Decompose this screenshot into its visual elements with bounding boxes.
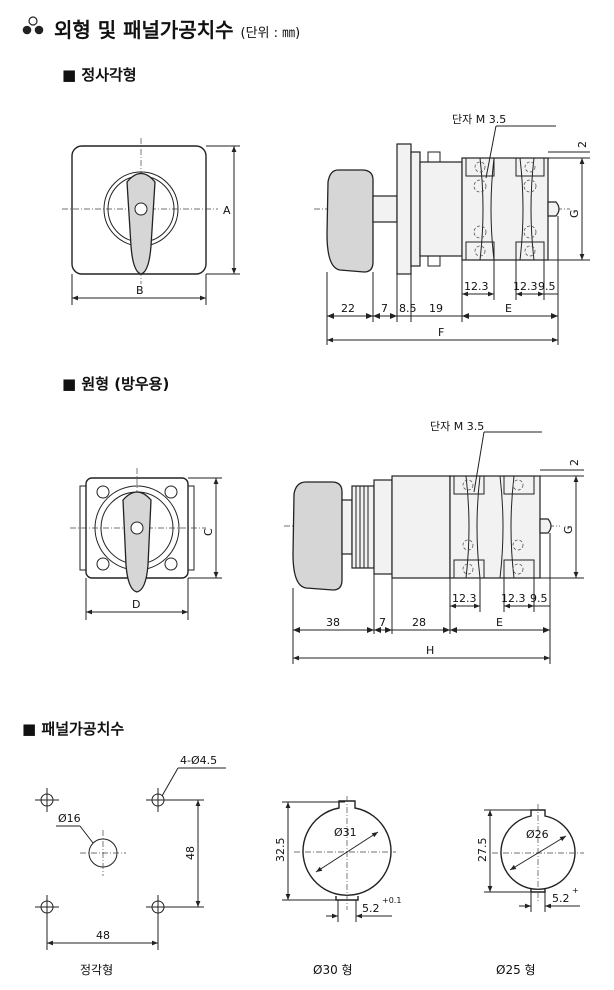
round-side-view: 단자 M 3.5 2 G 12.3 12.3 9.5 38 7 28 E H [284, 420, 584, 664]
r25-tolerance: + [572, 886, 579, 895]
r25-diameter: Ø26 [526, 828, 549, 841]
section-square: ■ 정사각형 [62, 66, 137, 84]
dim-A: A [223, 204, 231, 217]
dim-D: D [132, 598, 140, 611]
dim-B: B [136, 284, 144, 297]
round-front-view: C D [70, 468, 222, 620]
square-side-view: 단자 M 3.5 2 G 12.3 12.3 9.5 22 7 8.5 19 E [314, 113, 590, 345]
r25-key-width: 5.2 [552, 892, 570, 905]
round-dim-E: E [496, 616, 503, 629]
round-dim-28: 28 [412, 616, 426, 629]
round-dim-38: 38 [326, 616, 340, 629]
panel-cut-square: 4-Ø4.5 Ø16 48 48 정각형 [35, 754, 226, 977]
section-round: ■ 원형 (방우용) [62, 375, 170, 393]
panel-cut-25: Ø26 27.5 5.2 + Ø25 형 [476, 804, 584, 977]
square-dim-22: 22 [341, 302, 355, 315]
round-dim-12-3-b: 12.3 [501, 592, 526, 605]
panel-center-dia: Ø16 [58, 812, 81, 825]
square-front-view: A B [62, 138, 240, 305]
round-dim-7: 7 [379, 616, 386, 629]
panel-vertical-48: 48 [184, 846, 197, 860]
r30-height: 32.5 [274, 838, 287, 863]
panel-cut-30: Ø31 32.5 5.2 +0.1 Ø30 형 [274, 796, 401, 977]
square-dim-7: 7 [381, 302, 388, 315]
round-dim-G: G [562, 525, 575, 534]
r30-key-width: 5.2 [362, 902, 380, 915]
title-unit: (단위 : ㎜) [240, 26, 301, 41]
three-dots-icon [22, 16, 44, 35]
square-dim-8-5: 8.5 [399, 302, 417, 315]
round-terminal-label: 단자 M 3.5 [430, 420, 484, 433]
title-text: 외형 및 패널가공치수 [54, 18, 234, 42]
dim-C: C [202, 528, 215, 536]
panel-r25-caption: Ø25 형 [496, 963, 536, 977]
round-dim-9-5: 9.5 [530, 592, 548, 605]
square-terminal-label: 단자 M 3.5 [452, 113, 506, 126]
panel-horizontal-48: 48 [96, 929, 110, 942]
square-dim-12-3-a: 12.3 [464, 280, 489, 293]
r30-tolerance: +0.1 [382, 896, 401, 905]
square-dim-9-5: 9.5 [538, 280, 556, 293]
square-dim-2: 2 [576, 141, 589, 148]
panel-holes-label: 4-Ø4.5 [180, 754, 217, 767]
page-title: 외형 및 패널가공치수 (단위 : ㎜) [22, 14, 301, 43]
round-dim-H: H [426, 644, 434, 657]
square-dim-19: 19 [429, 302, 443, 315]
square-dim-E: E [505, 302, 512, 315]
r25-height: 27.5 [476, 838, 489, 863]
round-dim-12-3-a: 12.3 [452, 592, 477, 605]
panel-square-caption: 정각형 [80, 963, 113, 977]
square-dim-F: F [438, 326, 444, 339]
panel-r30-caption: Ø30 형 [313, 963, 353, 977]
square-dim-12-3-b: 12.3 [513, 280, 538, 293]
square-dim-G: G [568, 209, 581, 218]
section-panel: ■ 패널가공치수 [22, 720, 125, 738]
r30-diameter: Ø31 [334, 826, 357, 839]
round-dim-2: 2 [568, 459, 581, 466]
